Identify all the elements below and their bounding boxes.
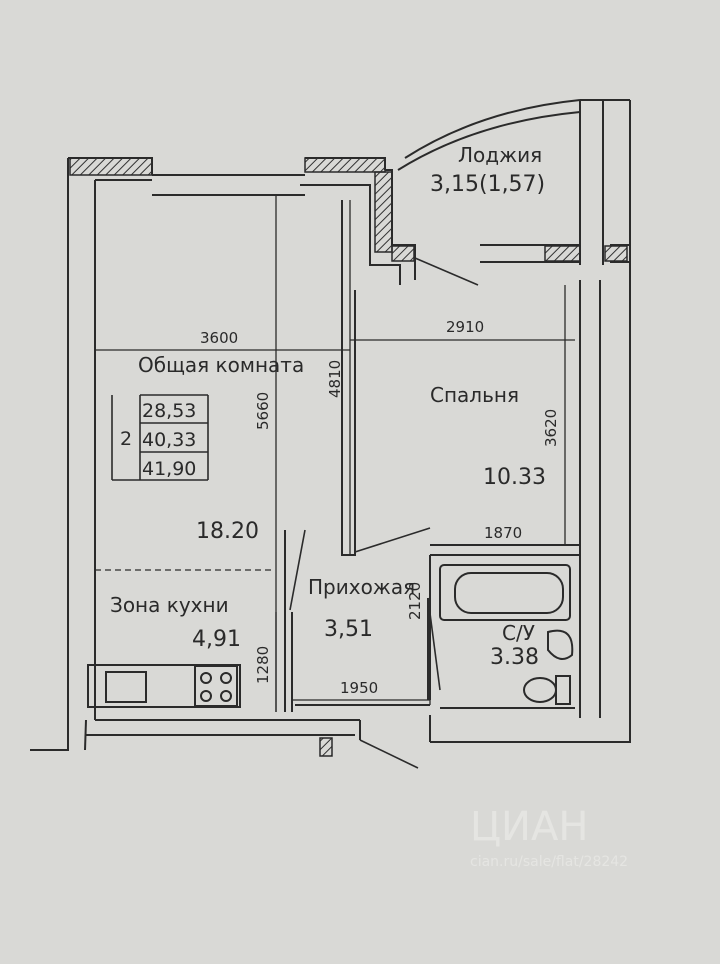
dim-hall-width: 1950 [340, 679, 378, 697]
bathtub-icon [439, 564, 571, 621]
stove-icon [194, 665, 238, 707]
rooms-count: 2 [120, 428, 132, 450]
toilet-icon [523, 677, 557, 703]
total-area-value: 40,33 [142, 429, 196, 451]
kitchen-zone-area: 4,91 [192, 627, 241, 652]
dim-kitchen-depth: 1280 [254, 646, 272, 684]
loggia-area: 3,15(1,57) [430, 172, 545, 197]
living-room-name: Общая комната [138, 353, 304, 377]
bedroom-name: Спальня [430, 383, 519, 407]
dimension-lines [95, 195, 575, 712]
dim-living-depth: 5660 [254, 392, 272, 430]
dim-bath-depth: 2120 [406, 582, 424, 620]
area-table-grid [111, 394, 209, 481]
watermark-subtext: cian.ru/sale/flat/28242 [470, 854, 628, 870]
loggia-name: Лоджия [458, 143, 542, 167]
bathroom-name: С/У [502, 621, 535, 645]
bathroom-area: 3.38 [490, 645, 539, 670]
kitchen-counter [87, 664, 241, 708]
bedroom-area: 10.33 [483, 465, 546, 490]
dim-bedroom-depth: 3620 [542, 409, 560, 447]
loggia-outline [397, 99, 630, 171]
dim-living-width: 3600 [200, 329, 238, 347]
washbasin-icon [547, 629, 574, 660]
watermark-text: ЦИАН [470, 804, 588, 850]
living-room-area: 18.20 [196, 519, 259, 544]
living-area-value: 28,53 [142, 400, 196, 422]
kitchen-zone-name: Зона кухни [110, 593, 229, 617]
door-swings [289, 257, 479, 769]
dim-living-depth-inner: 4810 [326, 360, 344, 398]
hallway-area: 3,51 [324, 617, 373, 642]
total-area-with-loggia-value: 41,90 [142, 458, 196, 480]
exterior-walls [30, 100, 631, 751]
dim-bath-width: 1870 [484, 524, 522, 542]
dim-bedroom-width: 2910 [446, 318, 484, 336]
sink-icon [105, 671, 147, 703]
hatched-walls [69, 157, 628, 757]
hallway-name: Прихожая [308, 575, 415, 599]
interior-walls [284, 200, 581, 718]
bathroom-fixtures [439, 564, 574, 705]
